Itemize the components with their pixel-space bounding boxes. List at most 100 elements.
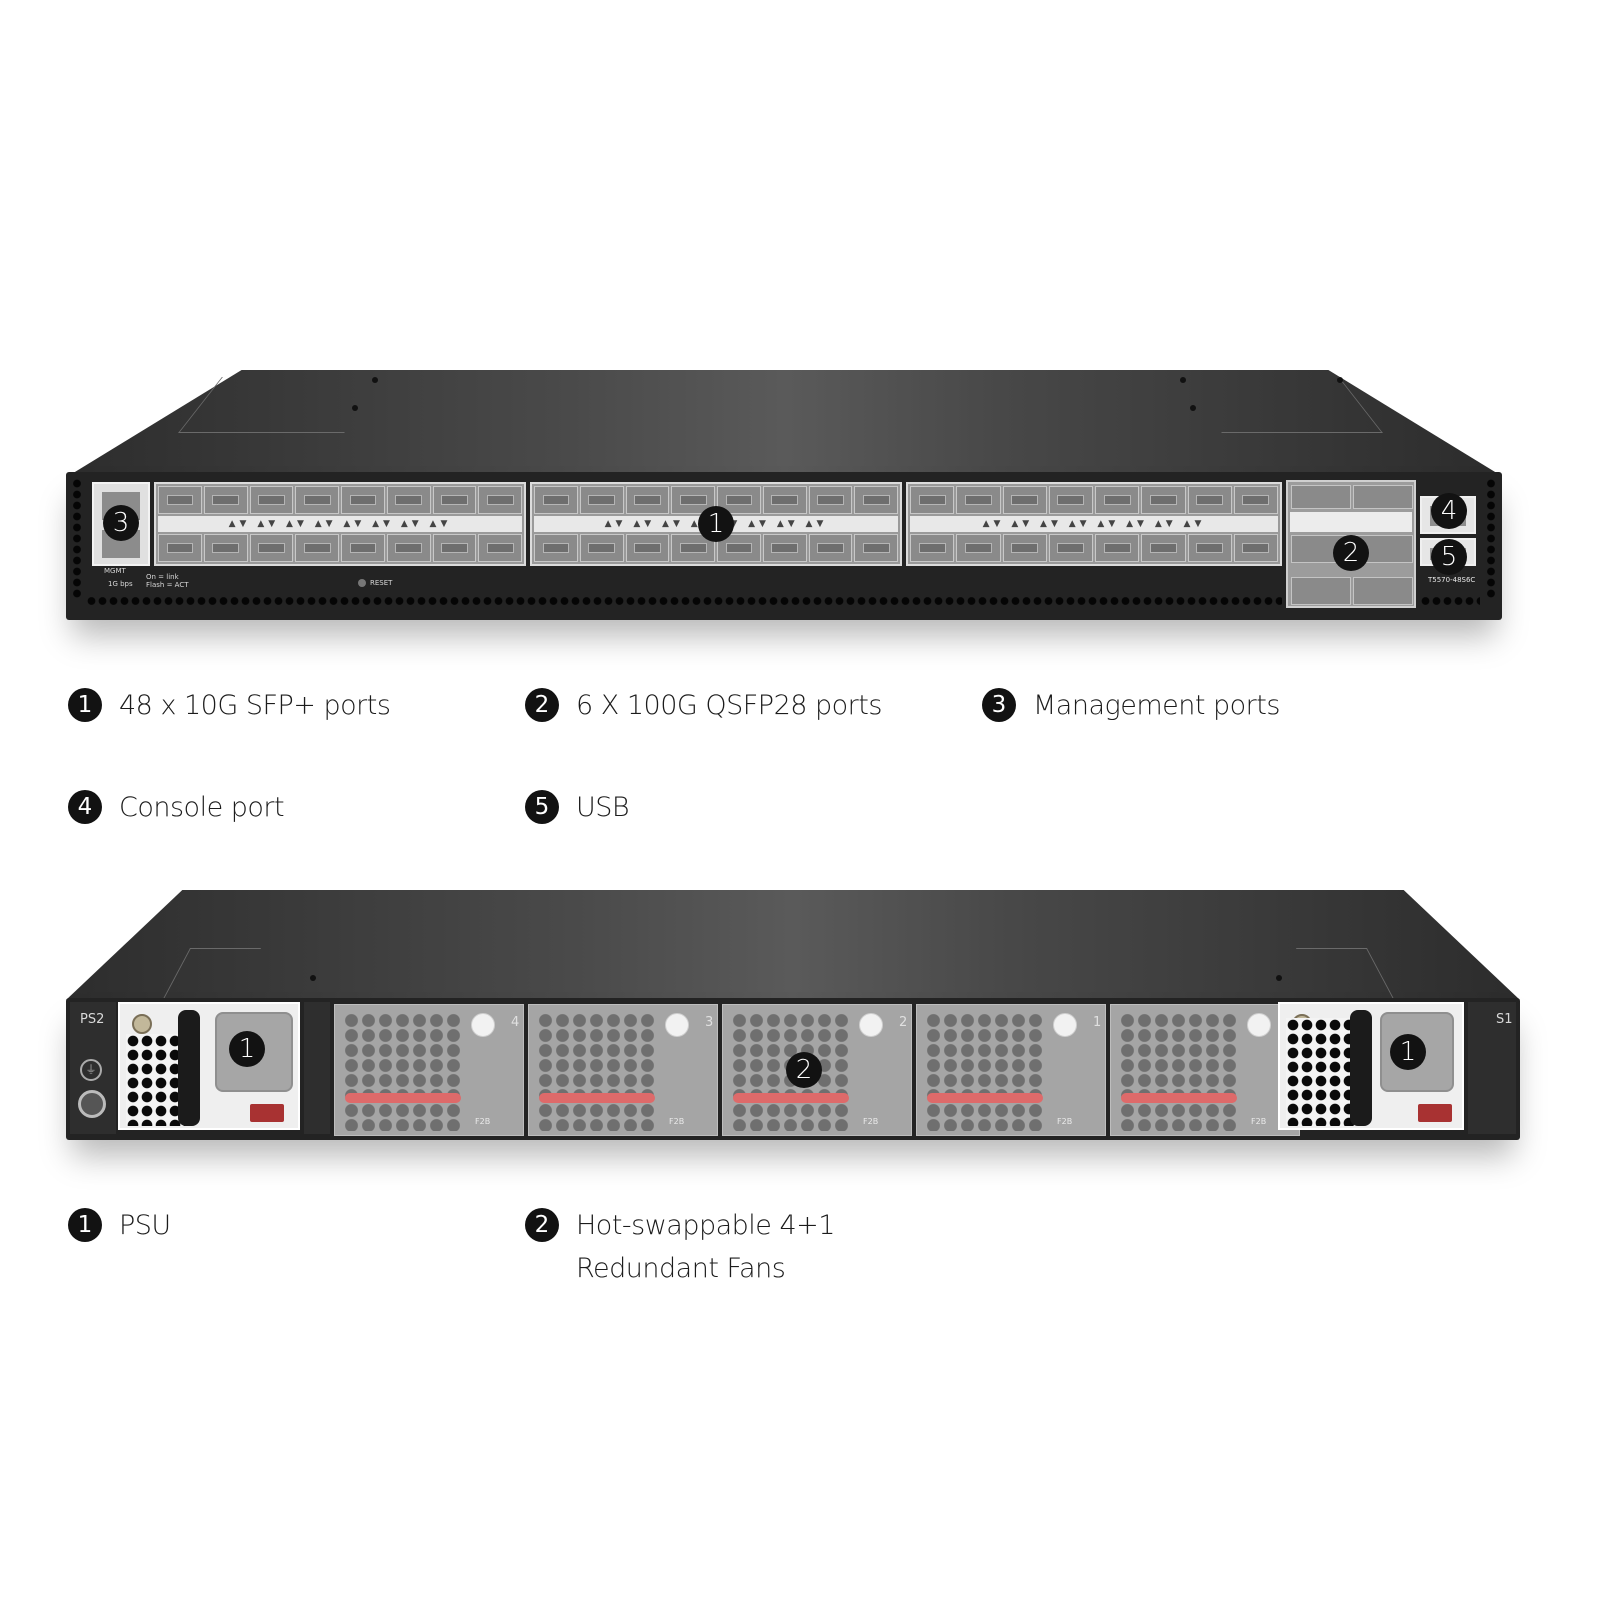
fan-thumbscrew[interactable] — [471, 1013, 495, 1037]
sfp-port[interactable] — [717, 534, 761, 562]
sfp-port[interactable] — [478, 534, 522, 562]
sfp-port[interactable] — [249, 534, 294, 562]
sfp-port[interactable] — [762, 486, 807, 514]
sfp-port[interactable] — [203, 534, 248, 562]
sfp-port[interactable] — [1141, 486, 1186, 514]
sfp-port[interactable] — [1048, 486, 1093, 514]
legend-label: 6 X 100G QSFP28 ports — [576, 690, 882, 721]
sfp-port[interactable] — [249, 486, 294, 514]
sfp-port[interactable] — [1187, 534, 1232, 562]
sfp-port[interactable] — [534, 534, 578, 562]
sfp-port[interactable] — [478, 486, 522, 514]
legend-label: 48 x 10G SFP+ ports — [119, 690, 391, 721]
qsfp-port[interactable] — [1291, 577, 1351, 605]
sfp-port[interactable] — [432, 486, 477, 514]
sfp-port[interactable] — [1048, 534, 1093, 562]
fan-pull-handle[interactable] — [345, 1093, 461, 1103]
sfp-port[interactable] — [295, 486, 339, 514]
sfp-port[interactable] — [534, 486, 578, 514]
fan-thumbscrew[interactable] — [1053, 1013, 1077, 1037]
bottom-vents — [86, 594, 1282, 608]
sfp-port[interactable] — [762, 534, 807, 562]
sfp-port[interactable] — [1095, 534, 1140, 562]
sfp-port[interactable] — [956, 534, 1001, 562]
sfp-port[interactable] — [910, 534, 955, 562]
psu-right[interactable] — [1278, 1002, 1464, 1130]
fan-pull-handle[interactable] — [733, 1093, 849, 1103]
sfp-port[interactable] — [432, 534, 477, 562]
sfp-port[interactable] — [341, 486, 385, 514]
port-led-strip: ▲▼ ▲▼ ▲▼ ▲▼ ▲▼ ▲▼ ▲▼ ▲▼ — [158, 516, 522, 532]
legend-number: 1 — [68, 1208, 102, 1242]
fan-pull-handle[interactable] — [927, 1093, 1043, 1103]
fan-thumbscrew[interactable] — [665, 1013, 689, 1037]
sfp-port[interactable] — [1095, 486, 1140, 514]
psu-status-led — [132, 1014, 152, 1034]
callout-usb-port: 5 — [1431, 539, 1467, 575]
legend-item: 1 48 x 10G SFP+ ports — [68, 688, 391, 727]
fan-pull-handle[interactable] — [539, 1093, 655, 1103]
sfp-port[interactable] — [854, 534, 898, 562]
sfp-port[interactable] — [203, 486, 248, 514]
screw — [372, 377, 378, 383]
legend-item: 3 Management ports — [982, 688, 1280, 727]
psu-handle[interactable] — [178, 1010, 200, 1126]
sfp-port[interactable] — [1002, 486, 1047, 514]
sfp-port[interactable] — [341, 534, 385, 562]
callout-qsfp28-ports: 2 — [1333, 535, 1369, 571]
fan-slot-number: 1 — [1093, 1015, 1102, 1030]
qsfp-port[interactable] — [1353, 485, 1413, 509]
fan-module[interactable]: F2B — [1110, 1004, 1300, 1136]
led-legend-on: On = link — [146, 573, 179, 581]
qsfp-port[interactable] — [1353, 577, 1413, 605]
bottom-vents-right — [1420, 594, 1480, 608]
sfp-port[interactable] — [808, 534, 853, 562]
fan-grill — [1119, 1013, 1239, 1131]
callout-psu-right: 1 — [1390, 1034, 1426, 1070]
psu-rating-strip — [304, 1002, 330, 1134]
psu-label-left: PS2 — [80, 1012, 105, 1027]
qsfp-port[interactable] — [1291, 485, 1351, 509]
legend-item: 1 PSU — [68, 1208, 171, 1247]
side-vents-left — [70, 478, 84, 598]
callout-sfp-ports: 1 — [698, 506, 734, 542]
fan-thumbscrew[interactable] — [859, 1013, 883, 1037]
legend-label: Console port — [119, 792, 285, 823]
psu-release-latch[interactable] — [250, 1104, 284, 1122]
sfp-port[interactable] — [386, 534, 431, 562]
sfp-port[interactable] — [1233, 534, 1278, 562]
sfp-port[interactable] — [910, 486, 955, 514]
sfp-port[interactable] — [1141, 534, 1186, 562]
sfp-port[interactable] — [579, 534, 624, 562]
mgmt-label: MGMT — [104, 567, 126, 575]
legend-label: PSU — [119, 1210, 171, 1241]
sfp-port[interactable] — [386, 486, 431, 514]
psu-left[interactable] — [118, 1002, 300, 1130]
sfp-port[interactable] — [295, 534, 339, 562]
screw — [1276, 975, 1282, 981]
fan-airflow-tag: F2B — [1251, 1117, 1267, 1126]
sfp-port[interactable] — [579, 486, 624, 514]
sfp-port[interactable] — [956, 486, 1001, 514]
model-label: T5570-48S6C — [1428, 576, 1476, 584]
sfp-port[interactable] — [808, 486, 853, 514]
sfp-port[interactable] — [158, 534, 202, 562]
legend-label: Management ports — [1033, 690, 1280, 721]
psu-grill — [1286, 1018, 1354, 1126]
psu-handle[interactable] — [1350, 1010, 1372, 1126]
sfp-port[interactable] — [1233, 486, 1278, 514]
fan-pull-handle[interactable] — [1121, 1093, 1237, 1103]
fan-thumbscrew[interactable] — [1247, 1013, 1271, 1037]
sfp-port[interactable] — [1002, 534, 1047, 562]
reset-button[interactable] — [358, 579, 366, 587]
sfp-port[interactable] — [625, 534, 670, 562]
screw — [1337, 377, 1343, 383]
psu-release-latch[interactable] — [1418, 1104, 1452, 1122]
sfp-port[interactable] — [158, 486, 202, 514]
sfp-port[interactable] — [1187, 486, 1232, 514]
sfp-port[interactable] — [854, 486, 898, 514]
sfp-port[interactable] — [625, 486, 670, 514]
